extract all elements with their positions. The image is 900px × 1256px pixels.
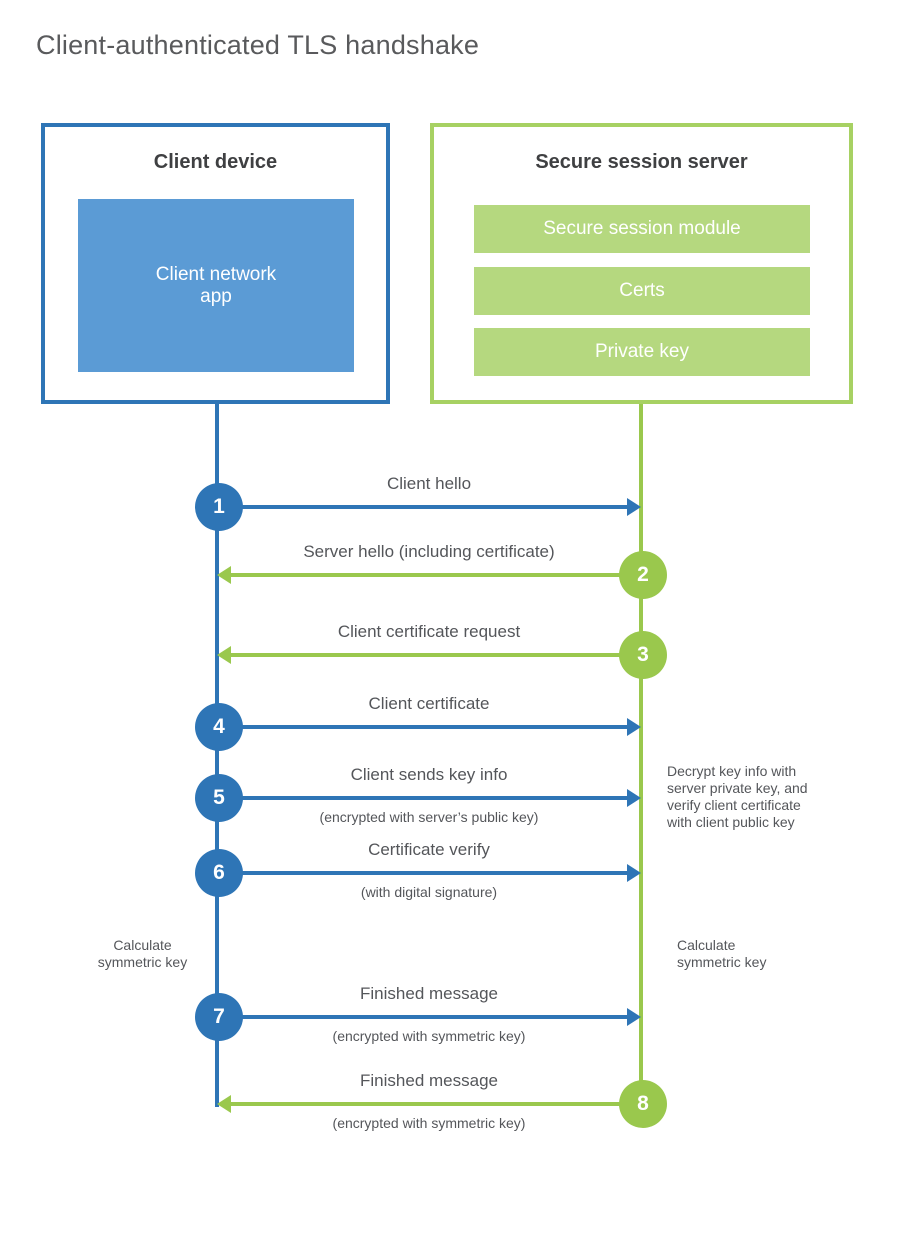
message-arrow-line <box>217 505 629 509</box>
client-network-app-box: Client network app <box>78 199 354 372</box>
secure-session-server-box: Secure session server Secure session mod… <box>430 123 853 404</box>
server-module-2: Certs <box>474 267 810 315</box>
message-arrow-line <box>217 1015 629 1019</box>
step-circle-2: 2 <box>619 551 667 599</box>
arrowhead-icon <box>217 1095 231 1113</box>
server-lifeline <box>639 404 643 1081</box>
message-arrow-line <box>229 573 641 577</box>
step-circle-8: 8 <box>619 1080 667 1128</box>
step-circle-5: 5 <box>195 774 243 822</box>
message-label: Finished message <box>360 984 498 1003</box>
message-label: Finished message <box>360 1071 498 1090</box>
message-subtext: (encrypted with server’s public key) <box>319 809 539 825</box>
arrowhead-icon <box>627 498 641 516</box>
step-circle-6: 6 <box>195 849 243 897</box>
arrowhead-icon <box>627 789 641 807</box>
message-label: Client certificate <box>368 694 490 713</box>
message-arrow-line <box>229 653 641 657</box>
message-arrow-line <box>229 1102 641 1106</box>
secure-session-server-title: Secure session server <box>535 151 748 173</box>
decrypt-note: Decrypt key info with server private key… <box>667 763 808 830</box>
step-circle-3: 3 <box>619 631 667 679</box>
client-lifeline <box>215 404 219 1107</box>
message-arrow-line <box>217 796 629 800</box>
message-subtext: (encrypted with symmetric key) <box>332 1028 526 1044</box>
client-device-box: Client device Client network app <box>41 123 390 404</box>
server-module-1: Secure session module <box>474 205 810 253</box>
step-circle-7: 7 <box>195 993 243 1041</box>
message-label: Client sends key info <box>350 765 508 784</box>
message-label: Client hello <box>386 474 472 493</box>
page-title: Client-authenticated TLS handshake <box>36 30 480 60</box>
message-label: Certificate verify <box>368 840 490 859</box>
message-subtext: (with digital signature) <box>360 884 498 900</box>
message-label: Client certificate request <box>337 622 521 641</box>
arrowhead-icon <box>627 864 641 882</box>
step-circle-4: 4 <box>195 703 243 751</box>
message-label: Server hello (including certificate) <box>303 542 555 561</box>
arrowhead-icon <box>627 718 641 736</box>
message-arrow-line <box>217 871 629 875</box>
message-arrow-line <box>217 725 629 729</box>
message-subtext: (encrypted with symmetric key) <box>332 1115 526 1131</box>
calculate-key-right: Calculate symmetric key <box>677 937 767 970</box>
client-device-title: Client device <box>153 151 278 173</box>
arrowhead-icon <box>217 646 231 664</box>
calculate-key-left: Calculate symmetric key <box>97 937 188 970</box>
server-module-3: Private key <box>474 328 810 376</box>
arrowhead-icon <box>217 566 231 584</box>
step-circle-1: 1 <box>195 483 243 531</box>
arrowhead-icon <box>627 1008 641 1026</box>
